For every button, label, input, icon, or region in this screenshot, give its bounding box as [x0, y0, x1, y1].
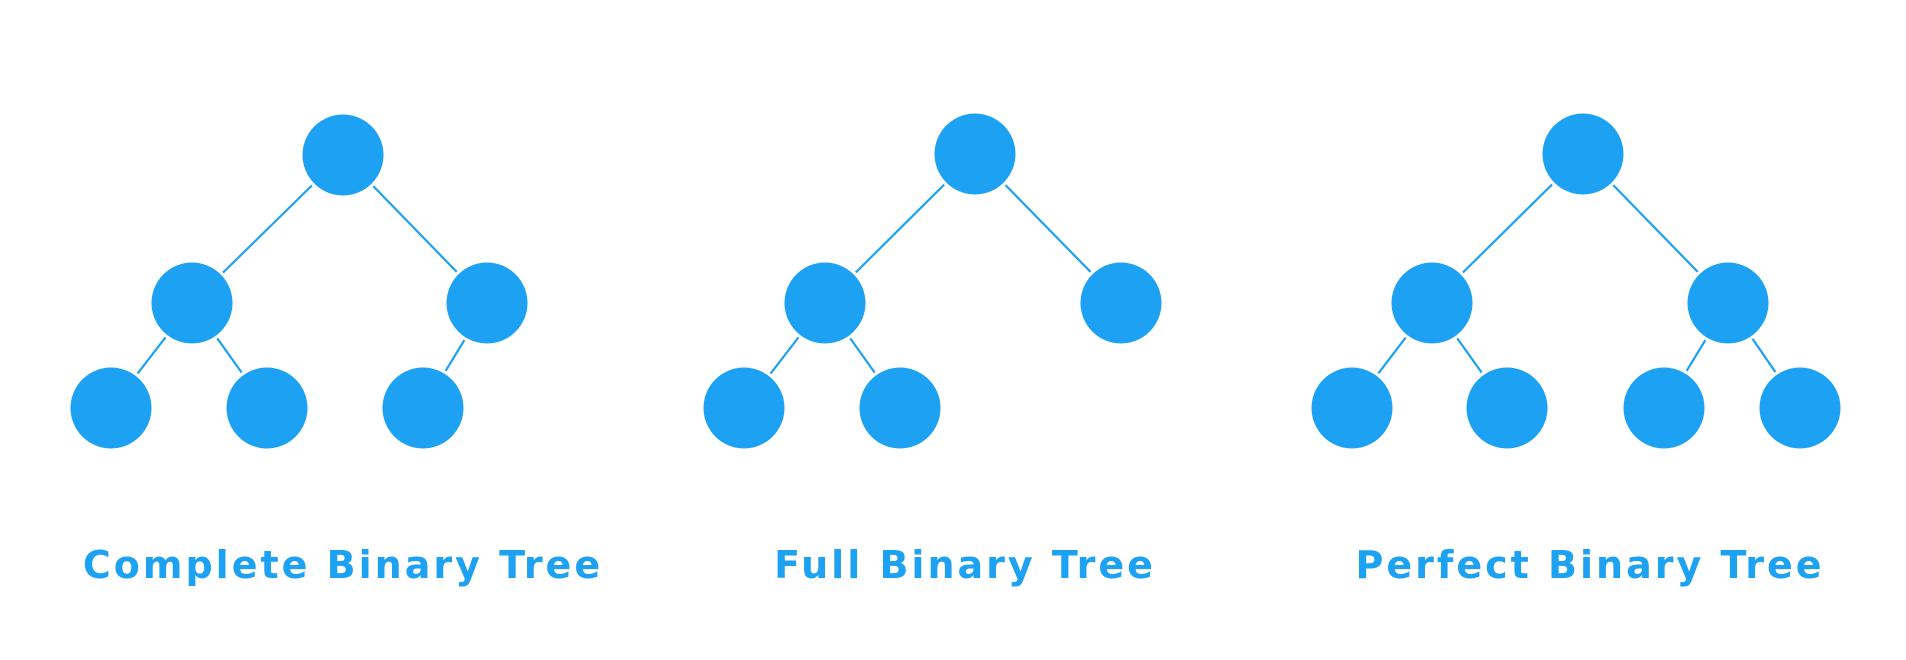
node-root — [931, 110, 1019, 198]
node-left-right — [1463, 364, 1551, 452]
node-right-right — [1756, 364, 1844, 452]
node-root — [1539, 110, 1627, 198]
node-right — [1684, 259, 1772, 347]
node-left-left — [700, 364, 788, 452]
node-right-left — [1620, 364, 1708, 452]
node-left — [148, 259, 236, 347]
node-left-right — [223, 364, 311, 452]
node-right-left — [379, 364, 467, 452]
node-left-left — [67, 364, 155, 452]
tree-perfect: Perfect Binary Tree — [1308, 110, 1844, 587]
node-left — [1388, 259, 1476, 347]
node-left-left — [1308, 364, 1396, 452]
node-right — [1077, 259, 1165, 347]
node-left-right — [856, 364, 944, 452]
tree-complete: Complete Binary Tree — [67, 111, 603, 587]
node-root — [299, 111, 387, 199]
tree-perfect-label: Perfect Binary Tree — [1355, 543, 1824, 587]
tree-full-label: Full Binary Tree — [774, 543, 1156, 587]
tree-full-nodes — [700, 110, 1165, 452]
tree-full: Full Binary Tree — [700, 110, 1165, 587]
node-right — [443, 259, 531, 347]
tree-complete-nodes — [67, 111, 531, 452]
tree-complete-label: Complete Binary Tree — [83, 543, 603, 587]
node-left — [781, 259, 869, 347]
tree-perfect-nodes — [1308, 110, 1844, 452]
